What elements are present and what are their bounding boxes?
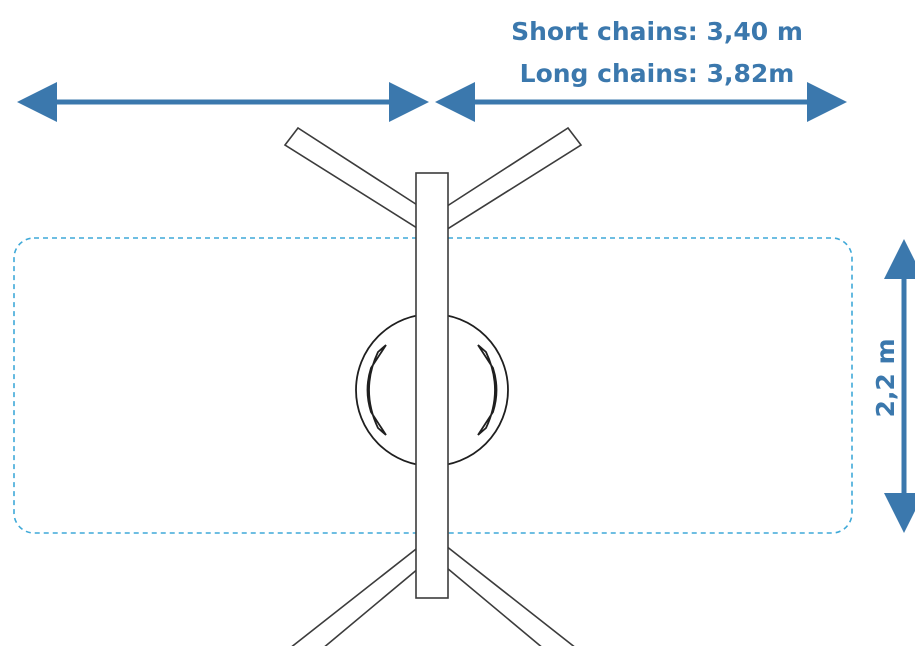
leg-bottom-right xyxy=(440,540,575,646)
center-beam xyxy=(415,172,449,599)
long-chains-label: Long chains: 3,82m xyxy=(520,59,795,88)
leg-bottom-left xyxy=(291,540,426,646)
short-chains-label: Short chains: 3,40 m xyxy=(511,17,803,46)
height-label: 2,2 m xyxy=(871,338,900,417)
frame-legs xyxy=(283,126,583,646)
leg-top-right xyxy=(440,126,583,235)
leg-top-left xyxy=(283,126,426,235)
